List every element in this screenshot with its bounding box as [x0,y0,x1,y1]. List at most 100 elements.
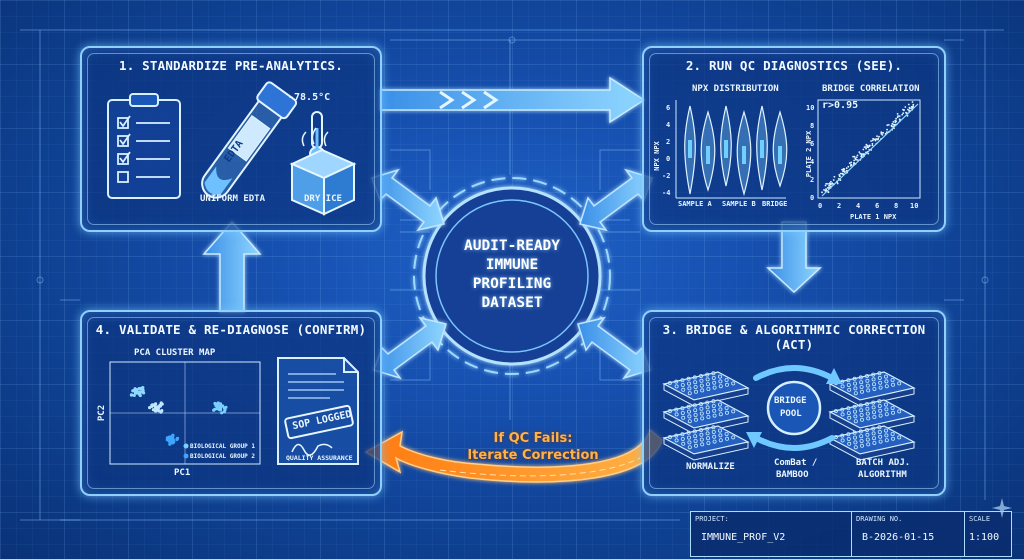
edta-tube-icon [201,81,298,199]
flow-arrow-2-to-3 [766,221,822,294]
scatter-point [871,139,874,142]
feedback-arrow [364,428,663,483]
scatter-point [872,137,874,140]
scatter-point [845,167,848,170]
scatter-point [871,144,874,147]
well-plate-icon [662,399,750,435]
scatter-point [865,143,868,146]
drawing-title-block: PROJECT: IMMUNE_PROF_V2 DRAWING NO. B-20… [690,511,1012,557]
scatter-point [892,123,895,126]
scatter-point [881,134,884,136]
scatter-point [841,172,843,175]
scatter-x-label: PLATE 1 NPX [850,213,897,221]
scatter-point [836,182,839,185]
pca-point [159,410,163,414]
flow-arrow-4-to-1 [202,220,262,313]
pca-x-label: PC1 [174,468,191,478]
scatter-point [871,142,874,145]
scatter-point [864,146,867,148]
scatter-point [898,118,901,121]
pca-point [160,402,164,406]
regression-line [821,103,919,197]
scatter-point [827,183,829,185]
scale-value: 1:100 [969,532,1000,543]
sop-document-icon [277,357,359,465]
pca-point [141,386,145,390]
scatter-point [912,103,915,106]
scatter-point [830,180,832,183]
bridge-pool-label-2: POOL [780,409,802,419]
scatter-point [896,116,899,119]
scatter-point [867,146,870,149]
pca-point [139,390,143,394]
scatter-point [848,162,851,165]
arrow-gear-panel1 [371,168,445,232]
scatter-point [880,132,883,135]
panel-title: 2. RUN QC DIAGNOSTICS (SEE). [685,58,903,73]
violin-y-tick: 2 [666,138,671,146]
well-plate-icon [828,399,916,435]
scatter-point [831,182,834,185]
scatter-point [890,125,893,128]
project-cell: PROJECT: IMMUNE_PROF_V2 [691,512,852,556]
scatter-point [894,121,897,124]
violin-y-tick: -2 [662,172,671,180]
pca-point [156,406,160,410]
scatter-y-tick: 8 [810,122,815,130]
scatter-point [829,184,832,186]
scatter-point [853,155,856,158]
scatter-x-tick: 0 [818,202,823,210]
violin-x-label: SAMPLE A [678,200,712,208]
project-value: IMMUNE_PROF_V2 [701,532,786,543]
legend-group-2: BIOLOGICAL GROUP 2 [190,453,256,460]
dry-ice-label: DRY ICE [304,194,342,204]
violin-box [778,146,782,164]
scatter-point [902,112,905,114]
scatter-point [905,111,907,114]
feedback-line-1: If QC Fails: [493,431,573,446]
scatter-point [901,113,904,116]
temperature-label: -78.5°C [288,92,331,103]
sparkle-icon [992,498,1012,518]
violin-title: NPX DISTRIBUTION [692,84,779,94]
bidirectional-arrows [371,168,653,380]
pca-point [137,392,142,396]
scatter-x-tick: 8 [894,202,899,210]
pca-point [220,411,224,415]
validation-illustration [109,357,359,465]
scatter-plot [821,101,919,197]
panel-title: 3. BRIDGE & ALGORITHMIC CORRECTION (ACT) [662,322,926,352]
scatter-point [891,122,894,125]
scatter-point [878,135,880,138]
scatter-point [882,131,884,134]
violin-box [688,140,692,158]
center-line: DATASET [481,295,543,311]
violin-plot [684,105,788,197]
panel-standardize: 1. STANDARDIZE PRE-ANALYTICS. [80,46,382,232]
scatter-point [886,128,888,131]
violin-y-tick: 0 [666,155,671,163]
batch-label-1: BATCH ADJ. [856,458,911,468]
scatter-y-tick: 10 [806,104,815,112]
scatter-point [843,168,846,171]
scatter-x-tick: 10 [910,202,919,210]
scatter-point [880,131,883,134]
scatter-point [877,137,880,140]
scatter-point [839,172,842,175]
scatter-point [852,155,854,158]
pca-point [217,407,221,411]
scatter-point [896,113,899,115]
pca-point [214,403,218,408]
pca-point [129,393,134,397]
scatter-point [911,101,914,103]
violin-box [724,140,728,158]
pca-point [224,405,228,409]
scatter-point [904,106,907,108]
scatter-point [847,165,850,168]
scatter-point [859,152,862,155]
scatter-point [858,151,861,153]
legend-marker-1 [183,443,189,449]
scatter-y-tick: 0 [810,194,815,202]
qc-plots [675,99,921,199]
pca-point [166,438,170,442]
